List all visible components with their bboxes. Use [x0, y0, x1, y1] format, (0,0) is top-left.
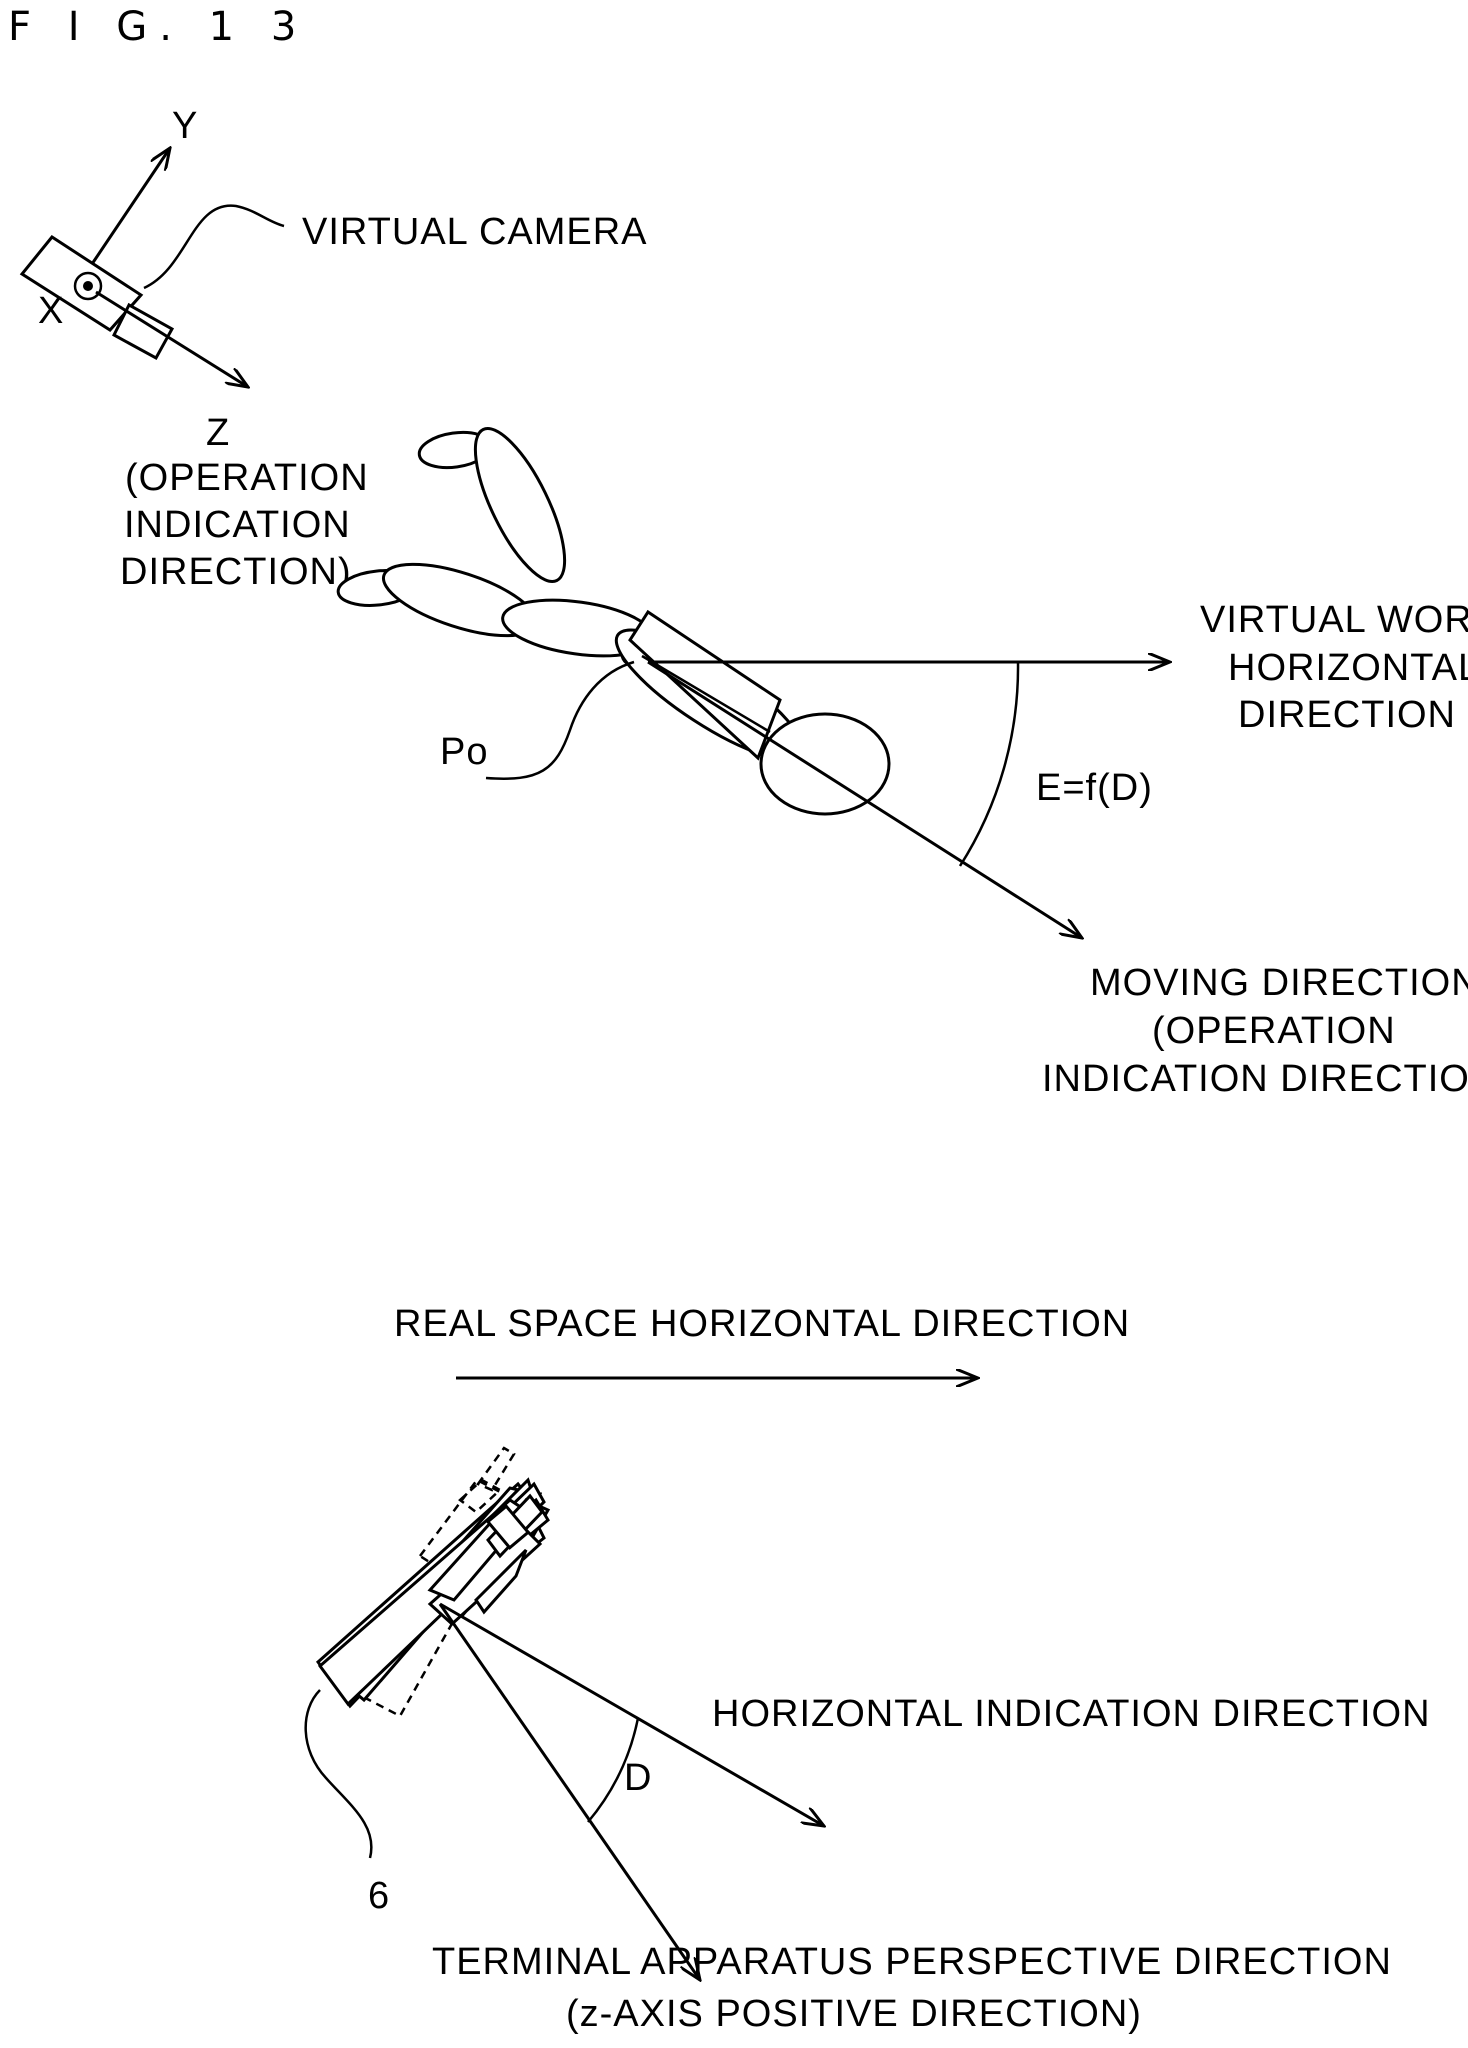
- point-po-label: Po: [440, 731, 488, 773]
- virtual-camera-icon: [19, 235, 175, 361]
- moving-label-line-2: (OPERATION: [1152, 1010, 1396, 1052]
- player-character-icon: [336, 427, 891, 816]
- moving-label-line-1: MOVING DIRECTION: [1090, 962, 1468, 1004]
- terminal-apparatus-icon: [315, 1446, 551, 1718]
- camera-z-axis-arrow: [95, 290, 248, 387]
- angle-d-arc: [587, 1717, 640, 1823]
- camera-y-axis-arrow: [90, 148, 170, 265]
- horizontal-label-line-1: VIRTUAL WORLD: [1200, 599, 1468, 641]
- horizontal-label-line-2: HORIZONTAL: [1228, 647, 1468, 689]
- horizontal-indication-arrow: [439, 1602, 824, 1826]
- perspective-label-line-1: TERMINAL APPARATUS PERSPECTIVE DIRECTION: [432, 1941, 1392, 1983]
- angle-d-label: D: [624, 1757, 652, 1799]
- moving-direction-arrow: [647, 660, 1082, 938]
- z-desc-line-3: DIRECTION): [120, 551, 352, 593]
- axis-y-label: Y: [172, 105, 198, 147]
- axis-x-label: X: [38, 290, 64, 332]
- device-ref-label: 6: [368, 1875, 390, 1917]
- device-ref-leader-line: [304, 1689, 373, 1859]
- camera-leader-line: [143, 204, 285, 290]
- figure-title: F I G. 1 3: [8, 4, 308, 50]
- moving-label-line-3: INDICATION DIRECTION): [1042, 1058, 1468, 1100]
- horizontal-indication-label: HORIZONTAL INDICATION DIRECTION: [712, 1693, 1431, 1735]
- virtual-camera-label: VIRTUAL CAMERA: [302, 211, 648, 253]
- perspective-label-line-2: (z-AXIS POSITIVE DIRECTION): [566, 1993, 1142, 2035]
- angle-e-arc: [958, 661, 1020, 867]
- po-leader-line: [485, 660, 635, 780]
- perspective-direction-arrow: [438, 1603, 700, 1980]
- real-space-label: REAL SPACE HORIZONTAL DIRECTION: [394, 1303, 1130, 1345]
- horizontal-label-line-3: DIRECTION: [1238, 694, 1456, 736]
- angle-e-label: E=f(D): [1036, 767, 1153, 809]
- z-desc-line-2: INDICATION: [124, 504, 351, 546]
- z-desc-line-1: (OPERATION: [125, 457, 369, 499]
- axis-z-label: Z: [206, 412, 230, 454]
